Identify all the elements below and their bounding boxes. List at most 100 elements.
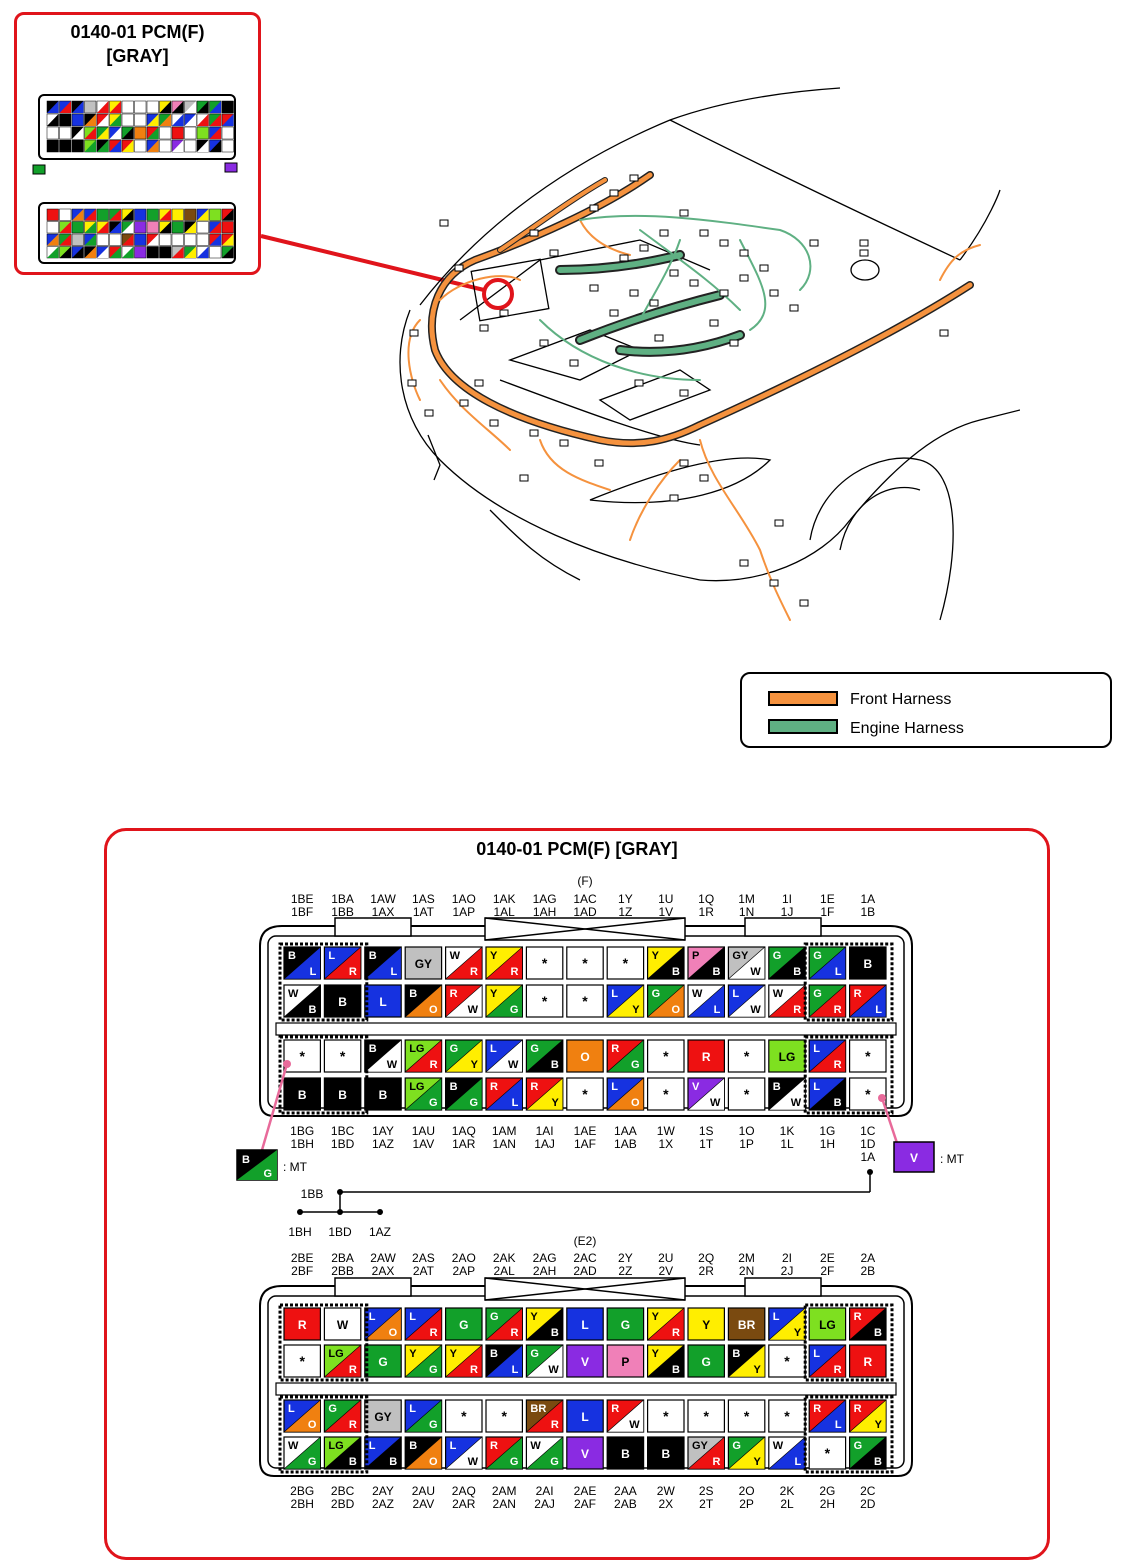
svg-text:Y: Y	[471, 1059, 479, 1071]
svg-text:B: B	[874, 1456, 882, 1468]
f-pin-cell: RY	[525, 1077, 564, 1111]
svg-text:W: W	[750, 1004, 761, 1016]
svg-text:Y: Y	[530, 1311, 538, 1323]
svg-text:B: B	[712, 966, 720, 978]
e2-pin-cell: G	[606, 1307, 645, 1341]
e2-pin-cell: LO	[283, 1399, 322, 1433]
svg-text:L: L	[875, 1004, 882, 1016]
f-top-pin-label: 1BE	[290, 892, 314, 906]
e2-bottom-pin-label: 2P	[739, 1497, 754, 1511]
e2-top-pin-label: 2AX	[371, 1264, 395, 1278]
e2-pin-cell: L	[566, 1307, 604, 1341]
f-pin-cell: BW	[364, 1039, 402, 1073]
f-top-pin-label: 1BB	[331, 905, 354, 919]
f-top-pin-label: 1AC	[573, 892, 597, 906]
e2-top-pin-label: 2AO	[451, 1251, 476, 1265]
harness-connector-icon	[634, 379, 644, 387]
e2-bottom-pin-label: 2H	[819, 1497, 836, 1511]
svg-text:B: B	[732, 1348, 740, 1360]
svg-text:B: B	[242, 1154, 250, 1166]
svg-text:B: B	[621, 1447, 630, 1461]
svg-text:R: R	[470, 1364, 478, 1376]
f-bottom-pin-label: 1AJ	[534, 1137, 555, 1151]
svg-text:L: L	[813, 1043, 820, 1055]
f-pin-cell: B	[848, 946, 887, 980]
svg-text:R: R	[611, 1043, 619, 1055]
svg-text:Y: Y	[632, 1004, 640, 1016]
f-pin-cell: LR	[808, 1039, 847, 1073]
f-pin-cell: BW	[768, 1077, 806, 1111]
e2-bottom-pin-label: 2T	[699, 1497, 714, 1511]
svg-text:1BD: 1BD	[328, 1225, 352, 1239]
svg-text:L: L	[611, 1081, 618, 1093]
f-pin-cell: LGG	[404, 1077, 443, 1111]
e2-bottom-pin-label: 2W	[656, 1484, 675, 1498]
e2-bottom-pin-label: 2C	[860, 1484, 876, 1498]
svg-text:*: *	[703, 1408, 709, 1424]
e2-pin-cell: W	[323, 1307, 362, 1341]
svg-text:GY: GY	[374, 1410, 391, 1424]
e2-top-pin-label: 2AS	[412, 1251, 435, 1265]
f-top-pin-label: 1AL	[493, 905, 515, 919]
e2-pin-cell: G	[364, 1344, 402, 1378]
svg-text:LG: LG	[328, 1348, 343, 1360]
f-pin-cell: BG	[444, 1077, 483, 1111]
e2-top-pin-label: 2AL	[493, 1264, 515, 1278]
f-top-pin-label: 1A	[860, 892, 876, 906]
svg-text:L: L	[379, 995, 386, 1009]
svg-text:B: B	[379, 1088, 388, 1102]
e2-pin-cell: *	[727, 1399, 766, 1433]
harness-connector-icon	[639, 244, 649, 252]
e2-bottom-pin-label: 2G	[819, 1484, 836, 1498]
e2-pin-cell: *	[808, 1436, 847, 1470]
harness-connector-icon	[454, 264, 464, 272]
svg-text:V: V	[692, 1081, 700, 1093]
f-top-pin-label: 1BF	[291, 905, 314, 919]
thumbnail-subtitle: [GRAY]	[106, 46, 169, 66]
e2-pin-cell: RG	[485, 1436, 524, 1470]
f-pin-cell: WL	[687, 984, 726, 1018]
svg-text:*: *	[744, 1048, 750, 1064]
svg-text:L: L	[813, 1081, 820, 1093]
e2-top-pin-label: 2F	[820, 1264, 835, 1278]
f-bottom-pin-label: 1BG	[290, 1124, 315, 1138]
e2-pin-cell: LB	[364, 1436, 402, 1470]
e2-pin-cell: G	[687, 1344, 726, 1378]
e2-pin-cell: YB	[525, 1307, 564, 1341]
connector-side-label: (F)	[577, 874, 593, 888]
svg-text:R: R	[349, 966, 357, 978]
f-pin-cell: *	[646, 1039, 685, 1073]
f-pin-cell: WB	[283, 984, 322, 1018]
svg-text:Y: Y	[652, 1348, 660, 1360]
harness-connector-icon	[739, 274, 749, 282]
svg-text:P: P	[621, 1355, 629, 1369]
f-top-pin-label: 1AK	[492, 892, 516, 906]
e2-bottom-pin-label: 2O	[738, 1484, 755, 1498]
f-pin-cell: *	[525, 984, 564, 1018]
svg-text:G: G	[429, 1419, 438, 1431]
f-bottom-pin-label: 1D	[860, 1137, 876, 1151]
f-pin-cell: *	[727, 1077, 766, 1111]
svg-text:R: R	[510, 1327, 518, 1339]
f-pin-cell: RW	[444, 984, 483, 1018]
f-top-pin-label: 1Z	[618, 905, 633, 919]
svg-text:V: V	[581, 1355, 589, 1369]
svg-text:R: R	[510, 966, 518, 978]
e2-pin-cell: WL	[768, 1436, 806, 1470]
harness-connector-icon	[679, 459, 689, 467]
harness-connector-icon	[609, 309, 619, 317]
e2-bottom-pin-label: 2AY	[372, 1484, 394, 1498]
e2-top-pin-label: 2N	[738, 1264, 755, 1278]
svg-text:G: G	[854, 1440, 863, 1452]
svg-text:L: L	[369, 1440, 376, 1452]
harness-connector-icon	[519, 474, 529, 482]
f-pin-cell: LW	[727, 984, 766, 1018]
svg-text:L: L	[773, 1311, 780, 1323]
e2-pin-cell: YG	[404, 1344, 443, 1378]
harness-connector-icon	[769, 289, 779, 297]
harness-connector-icon	[739, 559, 749, 567]
front-harness-label: Front Harness	[850, 691, 952, 708]
svg-text:B: B	[369, 1043, 377, 1055]
f-pin-cell: B	[323, 1077, 362, 1111]
f-pin-cell: *	[848, 1039, 887, 1073]
